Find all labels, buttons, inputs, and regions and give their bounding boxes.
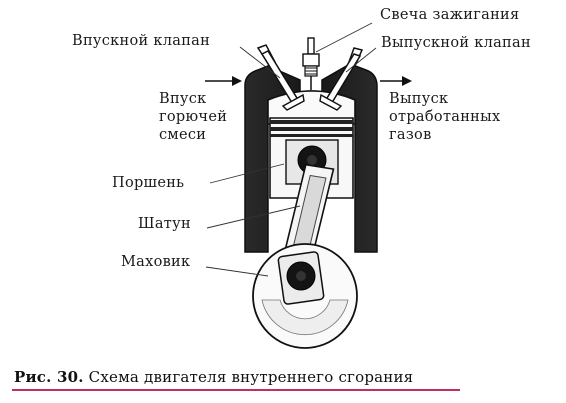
spark-plug-leader (315, 22, 373, 53)
piston-leader (209, 163, 285, 184)
intake-mixture-label-line3: смеси (159, 127, 206, 143)
flywheel (252, 243, 358, 349)
flywheel-label: Маховик (121, 254, 190, 270)
exhaust-valve (319, 47, 364, 111)
exhaust-gas-label-line1: Выпуск (389, 91, 448, 107)
flywheel-leader (205, 266, 269, 277)
figure-number: Рис. 30. (14, 368, 84, 386)
connecting-rod-leader (206, 205, 301, 229)
intake-mixture-label-line1: Впуск (159, 91, 207, 107)
caption-underline (12, 389, 460, 391)
exhaust-gas-label-line3: газов (389, 127, 432, 143)
piston-label: Поршень (112, 175, 184, 191)
intake-mixture-label-line2: горючей (159, 109, 227, 125)
intake-valve-leader (239, 46, 281, 79)
exhaust-valve-label: Выпускной клапан (381, 35, 531, 51)
figure-caption: Рис. 30. Схема двигателя внутреннего сго… (14, 368, 413, 386)
intake-arrow (205, 76, 242, 86)
connecting-rod-label: Шатун (138, 216, 191, 232)
spark-plug-label: Свеча зажигания (380, 7, 519, 23)
exhaust-valve-leader (345, 47, 377, 73)
exhaust-arrow (380, 76, 412, 86)
intake-valve-label: Впускной клапан (72, 33, 210, 49)
leader-lines (205, 22, 377, 277)
exhaust-gas-label-line2: отработанных (389, 109, 500, 125)
figure-caption-text: Схема двигателя внутреннего сгорания (88, 368, 414, 386)
spark-plug (302, 37, 320, 90)
intake-valve (256, 44, 305, 111)
